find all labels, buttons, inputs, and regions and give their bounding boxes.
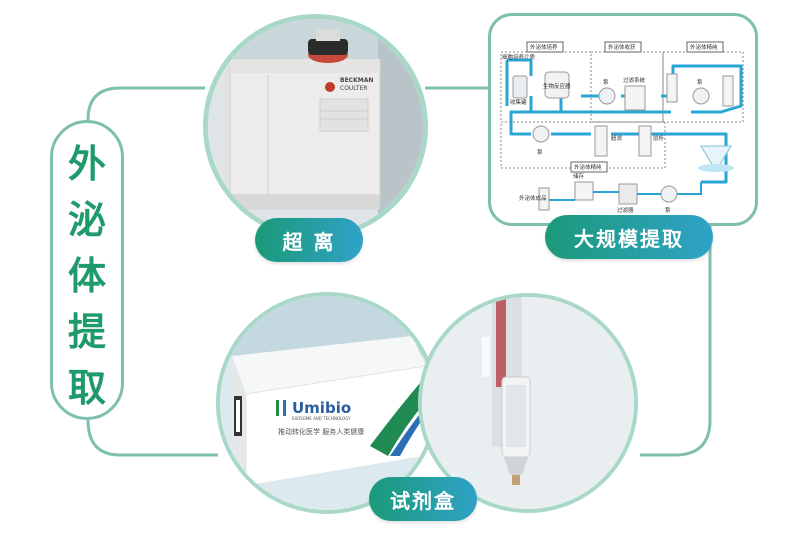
stage-collect-label: 外泌体收获: [608, 43, 636, 51]
ultracentrifuge-illustration: [208, 19, 423, 234]
stage-purify-top-label: 外泌体精纯: [690, 43, 718, 51]
kit-photo: Umibio EXOSOME AND TECHNOLOGY 推动转化医学 服务人…: [216, 292, 438, 514]
stage-culture-label: 外泌体培养: [530, 43, 558, 51]
sample-tube-illustration: [422, 297, 634, 509]
chrom-label: 层析: [653, 134, 665, 142]
ultracentrifuge-badge: 超 离: [255, 218, 363, 262]
kit-badge: 试剂盒: [369, 477, 477, 521]
store-label: 储存: [573, 172, 585, 180]
pump2-label: 泵: [697, 79, 703, 86]
flowchart-diagram: 外泌体培养 外泌体收获 外泌体精纯 外泌体精纯 细胞培养介质 生物反应器 收集罐…: [500, 41, 744, 214]
collect-tank-label: 收集罐: [510, 98, 527, 106]
large-scale-flowchart: 外泌体培养 外泌体收获 外泌体精纯 外泌体精纯 细胞培养介质 生物反应器 收集罐…: [488, 13, 758, 226]
kit-subtitle: EXOSOME AND TECHNOLOGY: [292, 416, 351, 421]
medium-label: 细胞培养介质: [502, 53, 536, 61]
pump-bottom-label: 泵: [665, 207, 671, 214]
sample-tube-photo: [418, 293, 638, 513]
centrifuge-brand-2: COULTER: [340, 85, 368, 92]
centrifuge-brand-1: BECKMAN: [340, 77, 374, 84]
title-char-5: 取: [67, 366, 106, 410]
title-pill: 外 泌 体 提 取: [50, 120, 124, 420]
kit-box-illustration: [220, 296, 434, 510]
title-char-2: 泌: [67, 198, 106, 242]
large-scale-badge: 大规模提取: [545, 215, 713, 259]
pump1-label: 泵: [603, 79, 609, 86]
pump3-label: 泵: [537, 149, 543, 156]
title-char-4: 提: [67, 310, 106, 354]
ultracentrifuge-photo: BECKMAN COULTER: [203, 14, 428, 239]
kit-brand: Umibio: [292, 399, 352, 417]
title-char-3: 体: [67, 254, 106, 298]
title-char-1: 外: [67, 142, 106, 186]
bioreactor-label: 生物反应器: [543, 82, 571, 90]
tff-label: 超滤: [611, 134, 623, 142]
membrane-label: 过滤器: [617, 206, 634, 214]
kit-slogan: 推动转化医学 服务人类健康: [278, 428, 365, 436]
stage-purify-bottom-label: 外泌体精纯: [574, 163, 602, 171]
filter-label: 过滤系统: [623, 76, 646, 84]
product-label: 外泌体成品: [519, 194, 547, 202]
